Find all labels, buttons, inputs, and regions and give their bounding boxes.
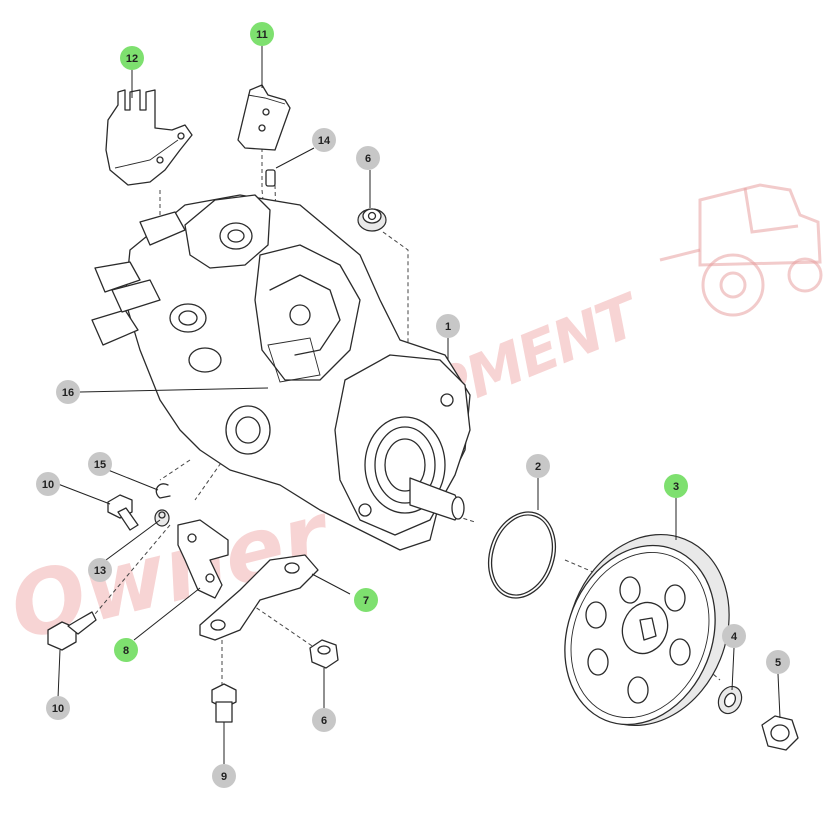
callout-circle xyxy=(114,638,138,662)
nut-part-5 xyxy=(761,715,799,751)
clip-part-15 xyxy=(155,483,171,499)
bolt-part-10-lower xyxy=(47,611,97,651)
callout-circle xyxy=(526,454,550,478)
callout-label: 2 xyxy=(535,461,541,473)
callout-label: 6 xyxy=(365,153,371,165)
callout-label: 10 xyxy=(52,703,64,715)
callout-4: 4 xyxy=(722,624,746,648)
bolt-part-10-upper xyxy=(107,494,139,531)
callout-label: 11 xyxy=(256,29,268,41)
callout-circle xyxy=(212,764,236,788)
callout-label: 15 xyxy=(94,459,106,471)
callout-13: 13 xyxy=(88,558,112,582)
plate-part-16 xyxy=(267,337,321,383)
callout-circle xyxy=(250,22,274,46)
callout-7: 7 xyxy=(354,588,378,612)
callout-circle xyxy=(436,314,460,338)
callout-label: 12 xyxy=(126,53,138,65)
plate-part-11 xyxy=(237,84,291,151)
callout-6: 6 xyxy=(356,146,380,170)
callout-15: 15 xyxy=(88,452,112,476)
callout-badges: 12 11 14 6 1 16 2 3 10 15 13 7 8 10 4 5 6 9 xyxy=(36,22,790,788)
callout-12: 12 xyxy=(120,46,144,70)
nut-part-6-lower xyxy=(309,639,339,669)
o-ring-part-2 xyxy=(488,511,556,599)
callout-label: 14 xyxy=(318,135,331,147)
callout-circle xyxy=(312,708,336,732)
callout-label: 1 xyxy=(445,321,451,333)
callout-label: 5 xyxy=(775,657,781,669)
callout-circle xyxy=(36,472,60,496)
callout-9: 9 xyxy=(212,764,236,788)
bracket-part-12 xyxy=(105,89,193,186)
stud-part-9 xyxy=(211,683,237,723)
tractor-icon xyxy=(659,183,823,317)
callout-10: 10 xyxy=(46,696,70,720)
nut-part-13 xyxy=(154,509,170,527)
washer-part-4 xyxy=(717,685,743,715)
callout-6: 6 xyxy=(312,708,336,732)
callout-label: 3 xyxy=(673,481,679,493)
callout-1: 1 xyxy=(436,314,460,338)
callout-label: 9 xyxy=(221,771,227,783)
nut-part-6-top xyxy=(357,208,387,232)
callout-3: 3 xyxy=(664,474,688,498)
callout-14: 14 xyxy=(312,128,336,152)
callout-label: 8 xyxy=(123,645,129,657)
callout-circle xyxy=(88,558,112,582)
callout-label: 6 xyxy=(321,715,327,727)
callout-16: 16 xyxy=(56,380,80,404)
drive-gear-part-3 xyxy=(564,533,730,727)
callout-circle xyxy=(766,650,790,674)
callout-circle xyxy=(354,588,378,612)
callout-circle xyxy=(120,46,144,70)
callout-label: 10 xyxy=(42,479,54,491)
callout-11: 11 xyxy=(250,22,274,46)
callout-10: 10 xyxy=(36,472,60,496)
callout-2: 2 xyxy=(526,454,550,478)
callout-8: 8 xyxy=(114,638,138,662)
callout-circle xyxy=(356,146,380,170)
callout-circle xyxy=(56,380,80,404)
callout-5: 5 xyxy=(766,650,790,674)
leader-lines xyxy=(57,46,781,764)
bracket-part-8 xyxy=(177,519,229,599)
callout-circle xyxy=(88,452,112,476)
callout-circle xyxy=(664,474,688,498)
callout-label: 7 xyxy=(363,595,369,607)
callout-label: 4 xyxy=(731,631,738,643)
callout-label: 16 xyxy=(62,387,74,399)
injection-pump-part-1 xyxy=(91,194,471,551)
callout-circle xyxy=(312,128,336,152)
stay-part-7 xyxy=(199,554,319,641)
callout-circle xyxy=(46,696,70,720)
callout-circle xyxy=(722,624,746,648)
callout-label: 13 xyxy=(94,565,106,577)
pin-part-14 xyxy=(265,169,276,187)
